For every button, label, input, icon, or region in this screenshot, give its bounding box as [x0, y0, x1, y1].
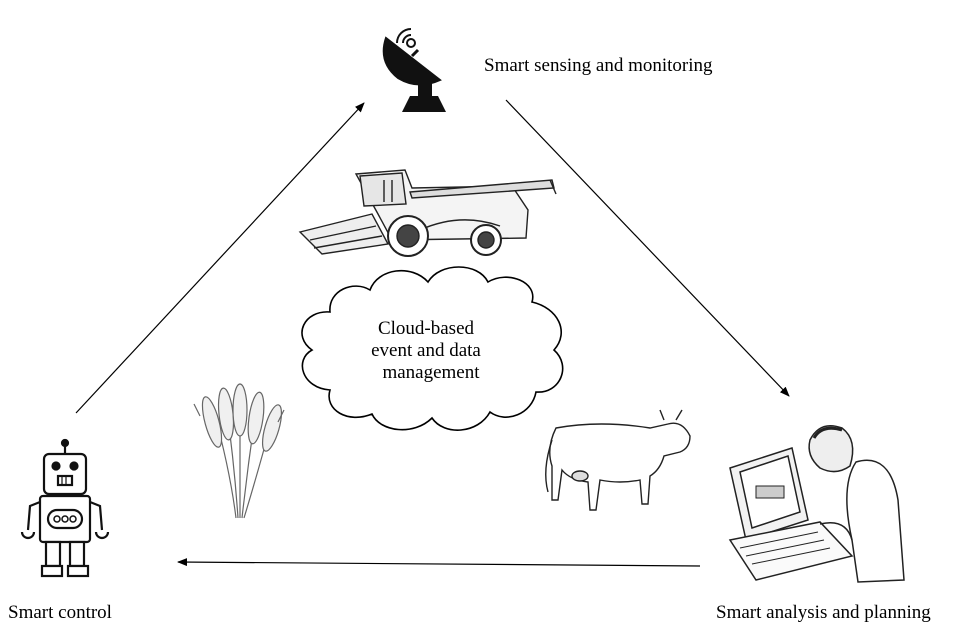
satellite-dish-icon: [382, 28, 446, 112]
person-at-laptop-icon: [728, 425, 905, 583]
cloud-line-3: management: [382, 362, 480, 383]
label-smart-control: Smart control: [8, 602, 112, 623]
combine-harvester-icon: [298, 169, 557, 257]
robot-icon: [20, 438, 110, 578]
arrow-analysis-to-control: [177, 558, 701, 567]
cloud-label: Cloud-based event and data management: [346, 318, 506, 384]
wheat-icon: [193, 383, 285, 519]
arrow-control-to-sensing: [75, 102, 365, 414]
cow-icon: [545, 409, 691, 511]
cloud-shape: [301, 266, 564, 431]
cloud-line-2: event and data: [371, 340, 481, 361]
arrow-sensing-to-analysis: [505, 99, 790, 397]
label-smart-sensing-and-monitoring: Smart sensing and monitoring: [484, 55, 713, 76]
cloud-line-1: Cloud-based: [377, 318, 475, 339]
label-smart-analysis-and-planning: Smart analysis and planning: [716, 602, 931, 623]
